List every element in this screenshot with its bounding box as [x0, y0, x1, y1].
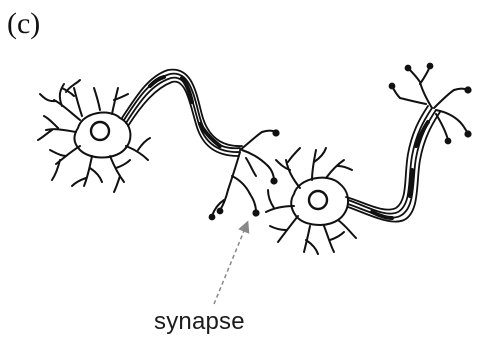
- neuron-1-nucleus: [91, 122, 109, 140]
- synapse-pointer-arrow: [214, 226, 246, 304]
- neuron-2-axon-terminals: [390, 64, 471, 144]
- panel-label: (c): [7, 9, 40, 39]
- neuron-1: [38, 70, 279, 220]
- neuron-2: [266, 64, 471, 254]
- neuron-2-axon: [346, 106, 440, 222]
- neuron-2-nucleus: [309, 191, 327, 209]
- neuron-1-axon: [122, 70, 242, 156]
- synapse-label: synapse: [154, 310, 245, 334]
